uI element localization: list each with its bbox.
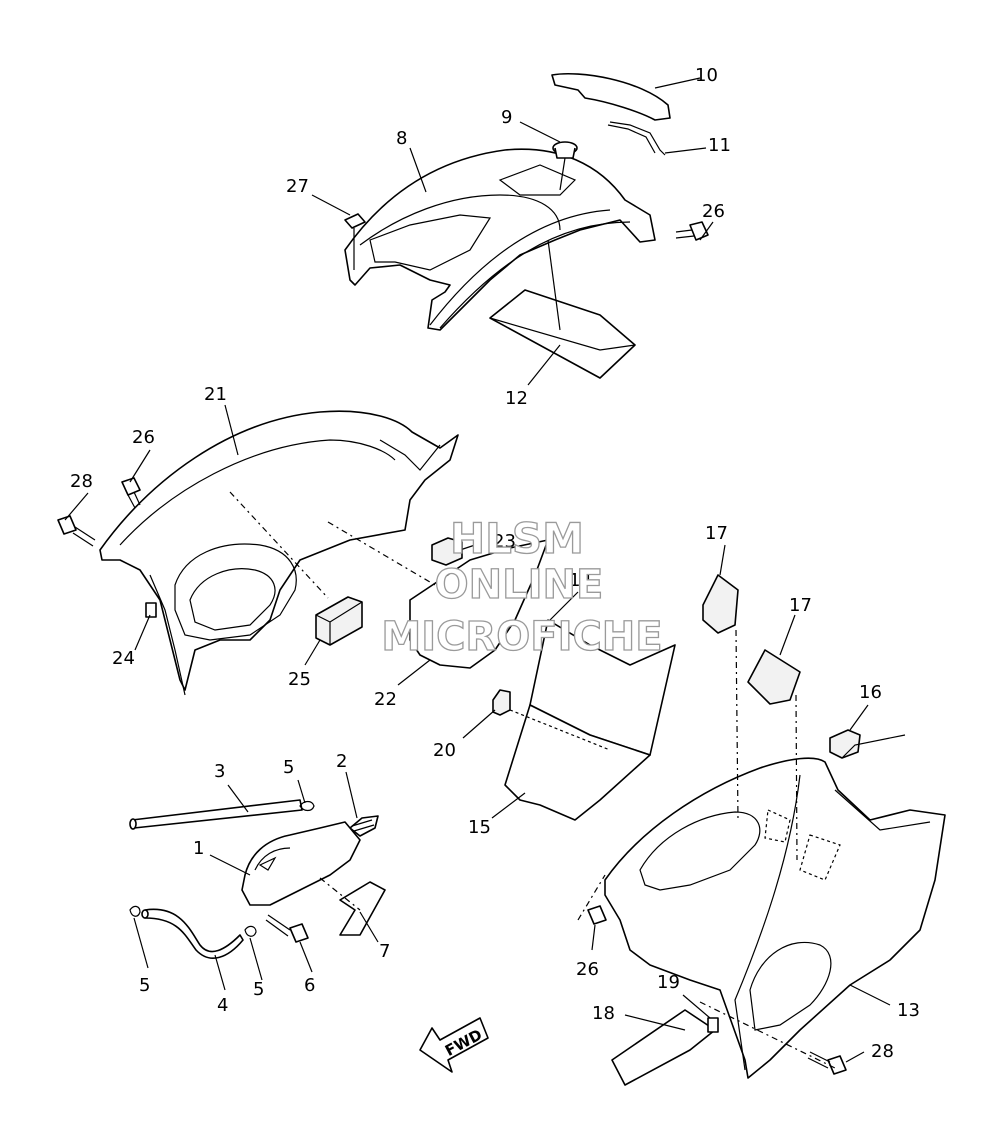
nut-part-19 [707,1017,719,1033]
callout-22: 22 [374,689,397,710]
callout-8: 8 [396,128,407,149]
tank-part-1 [241,821,361,906]
bolt-part-26-top [675,221,709,241]
callout-15: 15 [468,817,491,838]
clip-part-5-right [244,925,257,937]
callout-28-right: 28 [871,1041,894,1062]
callout-19: 19 [657,972,680,993]
mud-flap-part-12 [489,289,636,379]
callout-25: 25 [288,669,311,690]
callout-5-left: 5 [139,975,150,996]
callout-21: 21 [204,384,227,405]
grommet-part-9 [552,141,578,191]
damper-part-17-top [702,574,739,634]
callout-5-top: 5 [283,757,294,778]
damper-part-20 [492,689,511,716]
callout-18: 18 [592,1003,615,1024]
watermark: HLSM ONLINE MICROFICHE [381,513,664,660]
bracket-part-11 [607,121,666,156]
seal-part-25 [315,596,363,646]
callout-27: 27 [286,176,309,197]
watermark-line-2: ONLINE [435,562,604,608]
callout-6: 6 [304,975,315,996]
bracket-part-7 [339,881,386,936]
bolt-part-28-left [57,515,96,547]
hose-part-3 [129,799,303,830]
callout-9: 9 [501,107,512,128]
taillight-cover-part-10 [551,72,671,121]
leader-lines [64,77,906,1063]
inner-panel-part-22 [409,539,549,669]
callout-24: 24 [112,648,135,669]
callout-26-right: 26 [576,959,599,980]
callout-2: 2 [336,751,347,772]
damper-part-17-lower [747,649,801,705]
callout-11: 11 [708,135,731,156]
callout-5-right: 5 [253,979,264,1000]
callout-14: 14 [569,570,592,591]
watermark-line-3: MICROFICHE [381,614,662,660]
callout-7: 7 [379,941,390,962]
callout-26-top: 26 [702,201,725,222]
side-panel-part-13 [604,757,946,1079]
front-fender-part-21 [99,410,459,696]
callout-13: 13 [897,1000,920,1021]
callout-23: 23 [493,531,516,552]
bolt-part-6 [265,914,309,943]
rear-fender-part-8 [344,148,656,331]
bolt-part-27 [344,213,366,270]
callout-17-lower: 17 [789,595,812,616]
seal-part-18 [611,1009,716,1086]
nut-part-24 [145,602,157,618]
damper-part-16 [829,729,861,759]
fwd-arrow: FWD [419,1017,489,1073]
callout-28-left: 28 [70,471,93,492]
cap-part-2 [349,815,379,837]
bolt-part-28-right [807,1051,847,1075]
callouts: 10 9 11 8 27 26 12 21 26 28 23 14 17 17 … [70,65,920,1062]
callout-10: 10 [695,65,718,86]
callout-4: 4 [217,995,228,1016]
clip-part-5-left [129,905,141,917]
hose-part-4 [141,908,244,959]
callout-1: 1 [193,838,204,859]
bolt-part-26-left [121,477,141,509]
watermark-line-1: HLSM [450,514,584,563]
side-cover-part-15 [504,704,651,821]
clip-part-5-top [299,800,315,812]
bolt-part-26-right [587,905,607,925]
callout-20: 20 [433,740,456,761]
callout-12: 12 [505,388,528,409]
callout-26-left: 26 [132,427,155,448]
callout-17-top: 17 [705,523,728,544]
callout-3: 3 [214,761,225,782]
damper-part-23 [431,537,463,566]
callout-16: 16 [859,682,882,703]
